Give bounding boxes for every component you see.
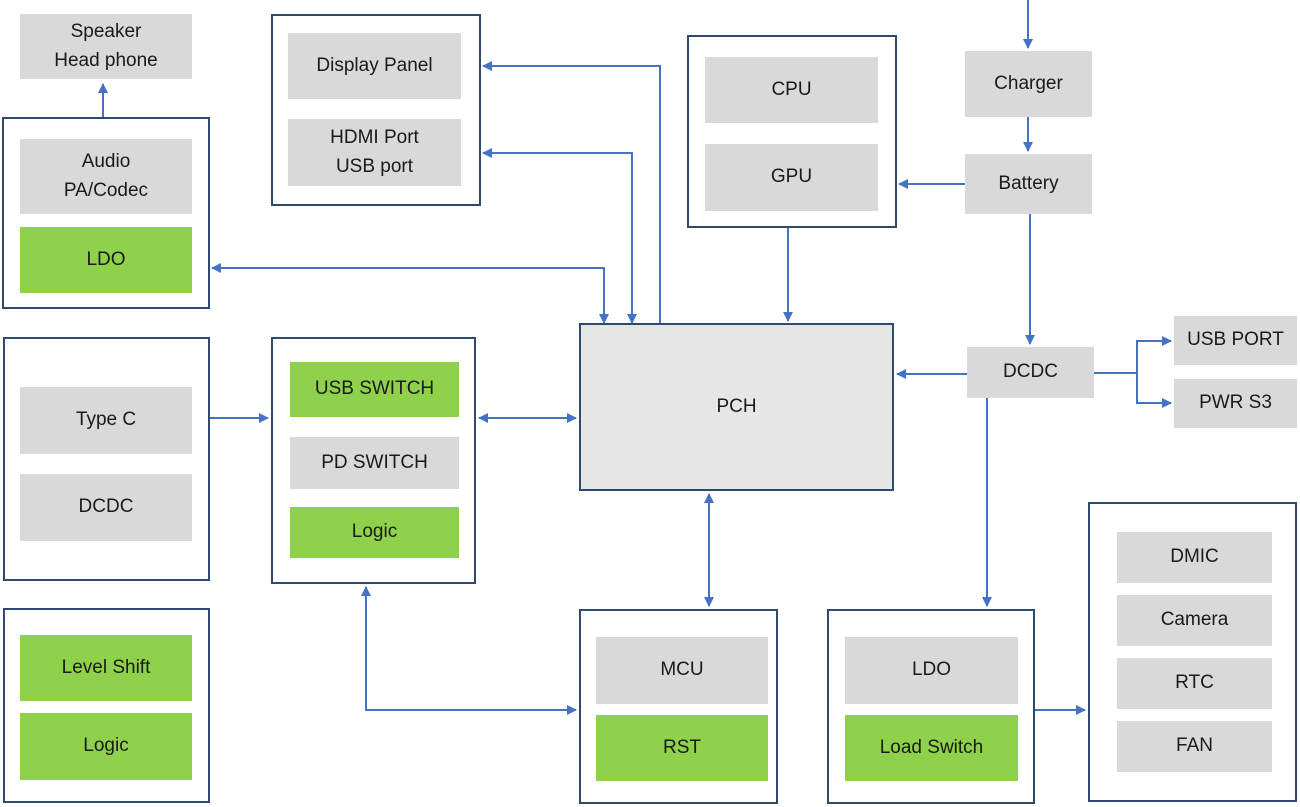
wire-dcdc-pwrs3 — [1136, 373, 1172, 408]
pwr-s3-block: PWR S3 — [1174, 379, 1297, 428]
mcu-block: MCU — [596, 637, 768, 704]
pd-switch-block: PD SWITCH — [290, 437, 459, 489]
pch-block: PCH — [579, 323, 894, 491]
wire-dcdc-usbport — [1094, 336, 1172, 374]
level-shift-block: Level Shift — [20, 635, 192, 701]
fan-block: FAN — [1117, 721, 1272, 772]
wire-hdmi-pch — [482, 148, 637, 324]
right-dcdc-block: DCDC — [967, 347, 1094, 398]
audio-ldo-block: LDO — [20, 227, 192, 293]
camera-block: Camera — [1117, 595, 1272, 646]
usb-switch-block: USB SWITCH — [290, 362, 459, 417]
load-switch-block: Load Switch — [845, 715, 1018, 781]
gpu-block: GPU — [705, 144, 878, 211]
rtc-block: RTC — [1117, 658, 1272, 709]
cpu-block: CPU — [705, 57, 878, 123]
audio-codec-block: Audio PA/Codec — [20, 139, 192, 214]
charger-block: Charger — [965, 51, 1092, 117]
switch-logic-block: Logic — [290, 507, 459, 558]
left-dcdc-block: DCDC — [20, 474, 192, 541]
dmic-block: DMIC — [1117, 532, 1272, 583]
usb-port-block: USB PORT — [1174, 316, 1297, 365]
speaker-headphone-block: Speaker Head phone — [20, 14, 192, 79]
rst-block: RST — [596, 715, 768, 781]
battery-block: Battery — [965, 154, 1092, 214]
wire-switch-mcu — [361, 586, 577, 715]
display-panel-block: Display Panel — [288, 33, 461, 99]
bottom-ldo-block: LDO — [845, 637, 1018, 704]
bottom-logic-block: Logic — [20, 713, 192, 780]
hdmi-usb-port-block: HDMI Port USB port — [288, 119, 461, 186]
type-c-block: Type C — [20, 387, 192, 454]
wire-ldo-pch — [211, 263, 609, 324]
wire-pch-display — [482, 61, 661, 323]
